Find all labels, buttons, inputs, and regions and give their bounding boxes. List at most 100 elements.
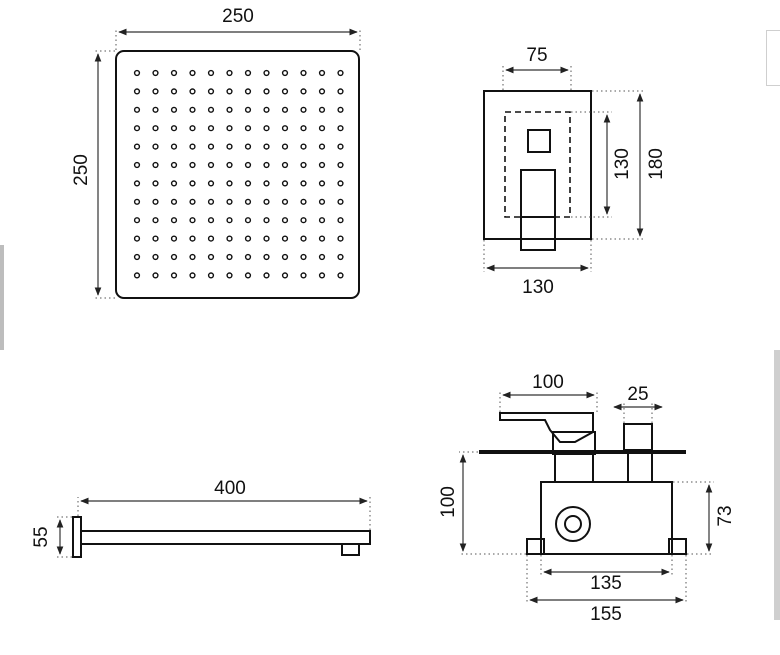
nozzle-dot (281, 253, 289, 261)
nozzle-dot (133, 180, 141, 187)
nozzle-dot (207, 235, 215, 242)
nozzle-dot (337, 235, 344, 242)
nozzle-dot (318, 106, 326, 113)
nozzle-dot (152, 253, 159, 261)
outlet-port-outer (555, 506, 591, 542)
arm-length-label: 400 (214, 478, 246, 499)
shower-head-view: 250 250 (71, 6, 361, 299)
nozzle-dot (318, 235, 326, 242)
nozzle-dot (263, 235, 270, 242)
nozzle-dot (337, 143, 344, 150)
nozzle-dot (226, 161, 233, 169)
nozzle-dot (337, 88, 344, 95)
nozzle-dot (170, 143, 178, 150)
nozzle-dot (244, 88, 252, 95)
nozzle-dot (244, 69, 252, 77)
nozzle-dot (189, 161, 196, 169)
nozzle-dot (133, 143, 141, 150)
nozzle-dot (300, 272, 307, 279)
nozzle-dot (263, 272, 270, 279)
nozzle-dot (152, 143, 159, 150)
nozzle-dot (170, 272, 178, 279)
nozzle-dot (300, 106, 307, 113)
nozzle-dot (281, 106, 289, 113)
cartridge-stub (623, 423, 653, 451)
nozzle-dot (170, 253, 178, 261)
valve-cover-front-view: 75 130 180 130 (483, 45, 667, 298)
nozzle-dot (226, 88, 233, 95)
lever-side (499, 412, 594, 443)
body-depth-label: 100 (438, 486, 459, 518)
nozzle-dot (170, 69, 178, 77)
nozzle-dot (281, 180, 289, 187)
nozzle-dot (189, 198, 196, 205)
nozzle-dot (207, 198, 215, 205)
nozzle-dot (318, 217, 326, 224)
nozzle-dot (189, 69, 196, 77)
nozzle-dot (263, 161, 270, 169)
nozzle-dot (133, 106, 141, 113)
outlet-port-inner (564, 515, 582, 533)
nozzle-dot (226, 69, 233, 77)
nozzle-dot (244, 106, 252, 113)
nozzle-dot (300, 235, 307, 242)
nozzle-dot (281, 198, 289, 205)
nozzle-dot (244, 198, 252, 205)
foot-left (526, 538, 545, 555)
nozzle-dot (263, 143, 270, 150)
nozzle-dot (133, 272, 141, 279)
cartridge-square (527, 129, 551, 153)
nozzle-dot (263, 217, 270, 224)
nozzle-dot (170, 88, 178, 95)
top-right-edge-frame (766, 30, 780, 86)
nozzle-dot (244, 217, 252, 224)
cover-inner-height-label: 130 (612, 148, 633, 180)
nozzle-dot (207, 217, 215, 224)
nozzle-dot (337, 272, 344, 279)
nozzle-dot (189, 235, 196, 242)
cover-plate (483, 90, 592, 240)
nozzle-dot (337, 106, 344, 113)
nozzle-dot (226, 143, 233, 150)
nozzle-dot (152, 180, 159, 187)
cover-height-label: 180 (646, 148, 667, 180)
nozzle-dot (318, 198, 326, 205)
valve-stem-right (627, 451, 653, 483)
nozzle-dot (189, 88, 196, 95)
nozzle-dot (318, 180, 326, 187)
lever-length-label: 100 (532, 372, 564, 393)
arm-tube (80, 530, 371, 545)
arm-connector (341, 543, 360, 556)
nozzle-dot (244, 235, 252, 242)
nozzle-dot (281, 69, 289, 77)
nozzle-dot (337, 125, 344, 132)
nozzle-dot (263, 180, 270, 187)
right-edge-artifact (774, 350, 780, 620)
wall-flange (72, 516, 82, 558)
nozzle-dot (152, 106, 159, 113)
nozzle-dot (226, 125, 233, 132)
shower-head-plate (115, 50, 360, 299)
shower-head-width-label: 250 (222, 6, 254, 27)
box-height-label: 73 (715, 505, 736, 526)
nozzle-dot (152, 217, 159, 224)
nozzle-dot (152, 198, 159, 205)
nozzle-dot (207, 161, 215, 169)
nozzle-dot (300, 253, 307, 261)
nozzle-dot (170, 217, 178, 224)
nozzle-dot (300, 217, 307, 224)
nozzle-dot (318, 88, 326, 95)
valve-body-side-view: 100 25 100 73 135 155 (438, 372, 736, 625)
cover-inner-width-label: 75 (526, 45, 547, 66)
shower-head-nozzles (133, 69, 344, 279)
left-edge-artifact (0, 245, 4, 350)
nozzle-dot (281, 88, 289, 95)
nozzle-dot (226, 253, 233, 261)
nozzle-dot (263, 106, 270, 113)
nozzle-dot (244, 161, 252, 169)
mounting-box (540, 481, 673, 555)
nozzle-dot (226, 217, 233, 224)
nozzle-dot (189, 106, 196, 113)
nozzle-dot (318, 161, 326, 169)
